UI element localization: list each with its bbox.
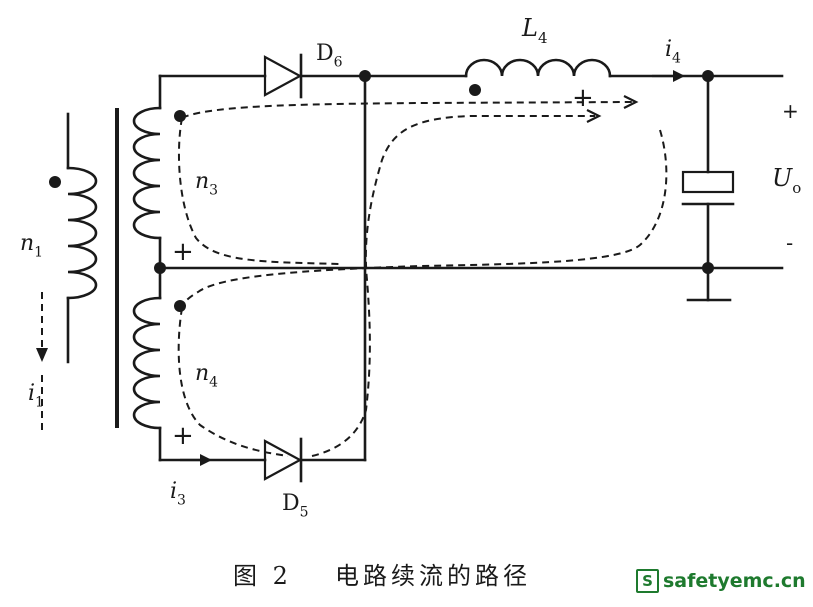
- label-uo: Uo: [772, 164, 801, 197]
- label-n3: n3: [195, 169, 218, 199]
- current-arrow-i3: [180, 454, 212, 466]
- figure-number: 图 2: [233, 562, 292, 590]
- minus-sign-output: -: [786, 231, 793, 255]
- label-n1: n1: [20, 231, 43, 261]
- primary-winding-n1: [49, 112, 98, 364]
- secondary-winding-n3: [132, 74, 186, 270]
- plus-sign-output: +: [782, 99, 799, 123]
- diode-d5: [158, 437, 367, 483]
- watermark: S safetyemc.cn: [636, 568, 806, 594]
- plus-sign-l4: +: [572, 83, 594, 113]
- watermark-logo: S: [636, 569, 659, 593]
- current-arrow-i4: [652, 70, 685, 82]
- freewheel-path-lower: [177, 109, 668, 457]
- label-d5: D5: [282, 491, 309, 521]
- polarity-dot-n1: [49, 176, 61, 188]
- output-capacitor: [681, 74, 735, 270]
- label-i1: i1: [28, 381, 44, 411]
- secondary-winding-n4: [132, 266, 186, 462]
- polarity-dot-n3: [174, 110, 186, 122]
- diode-d6: [158, 53, 468, 99]
- plus-sign-n4: +: [172, 421, 194, 451]
- freewheel-path-upper: [177, 95, 639, 265]
- polarity-dot-n4: [174, 300, 186, 312]
- plus-sign-n3: +: [172, 237, 194, 267]
- current-arrow-i1: [36, 292, 48, 430]
- figure-title: 电路续流的路径: [335, 562, 531, 590]
- label-i4: i4: [665, 37, 681, 67]
- watermark-text: safetyemc.cn: [663, 570, 806, 592]
- label-l4: L4: [521, 14, 547, 47]
- polarity-dot-l4: [469, 84, 481, 96]
- label-n4: n4: [195, 361, 218, 391]
- ground-symbol: [686, 266, 732, 302]
- inductor-l4: [464, 58, 784, 96]
- label-d6: D6: [316, 41, 343, 71]
- label-i3: i3: [170, 479, 186, 509]
